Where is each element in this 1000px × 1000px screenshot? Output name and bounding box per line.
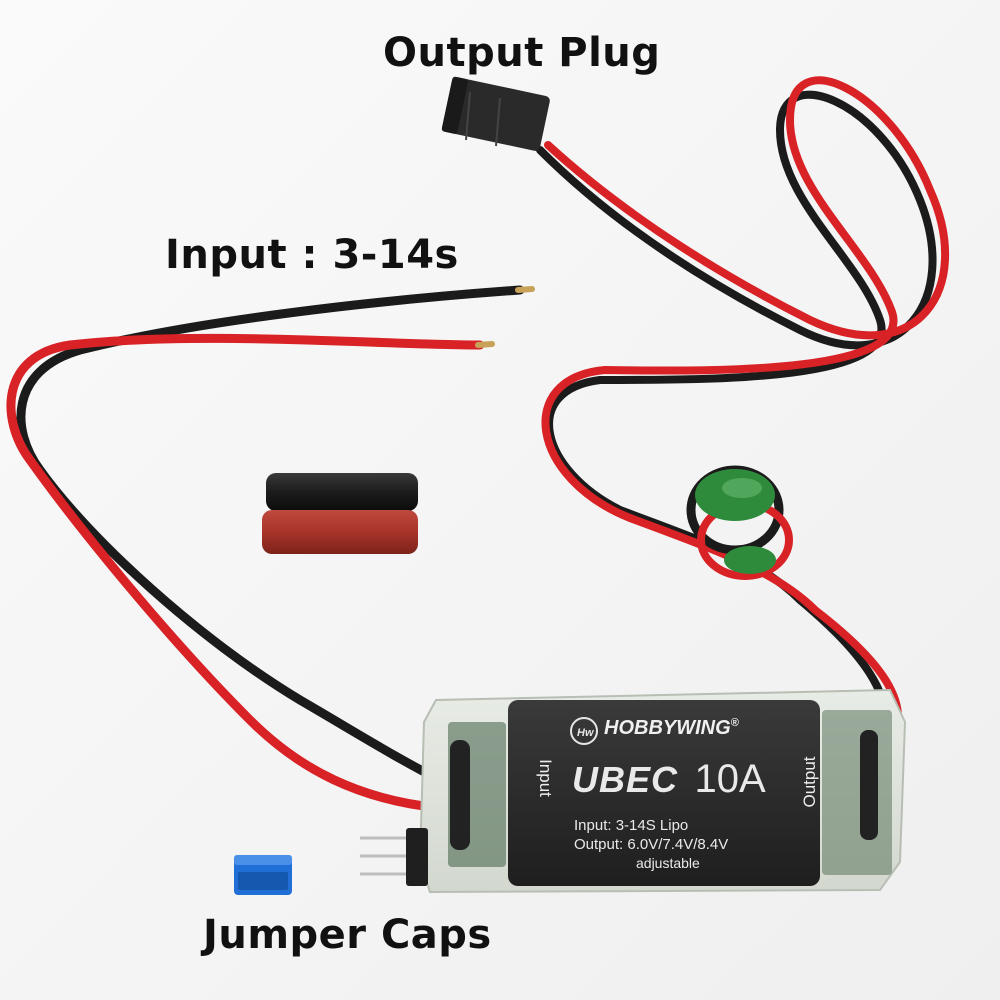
module-label-plate [508, 700, 820, 886]
module-brand-mark: ® [730, 717, 739, 729]
input-red-wire [6, 333, 485, 813]
ferrite-ring [686, 465, 793, 580]
heat-shrink-tubes [262, 473, 418, 554]
input-label: Input : 3-14s [165, 232, 459, 278]
module-side-output: Output [800, 756, 819, 808]
brand-logo [570, 717, 598, 745]
input-wires [6, 285, 535, 813]
right-pcb-area [822, 710, 892, 875]
input-capacitor [450, 740, 470, 850]
module-model: UBEC [572, 759, 679, 800]
module-brand: HOBBYWING [604, 717, 731, 739]
output-capacitor [860, 730, 878, 840]
module-current: 10A [694, 757, 766, 801]
red-heat-shrink [262, 510, 418, 554]
jumper-header-pins [360, 828, 428, 886]
module-spec-note: adjustable [636, 855, 700, 871]
ubec-module: Hw [360, 688, 907, 894]
module-model-line: UBEC 10A [572, 757, 766, 802]
jumper-cap [234, 855, 292, 895]
jumper-caps-label: Jumper Caps [203, 912, 492, 958]
module-side-input: Input [536, 759, 555, 797]
input-black-tinned-end [515, 286, 535, 293]
output-plug-connector [441, 76, 550, 151]
module-brand-line: HOBBYWING® [604, 717, 739, 740]
input-red-tinned-end [475, 341, 495, 348]
brand-logo-mark: Hw [577, 727, 595, 739]
module-spec-input: Input: 3-14S Lipo [574, 817, 689, 834]
module-spec-output: Output: 6.0V/7.4V/8.4V [574, 836, 729, 853]
output-plug-label: Output Plug [383, 30, 661, 76]
black-heat-shrink [266, 473, 418, 511]
output-red-wire [541, 76, 950, 749]
